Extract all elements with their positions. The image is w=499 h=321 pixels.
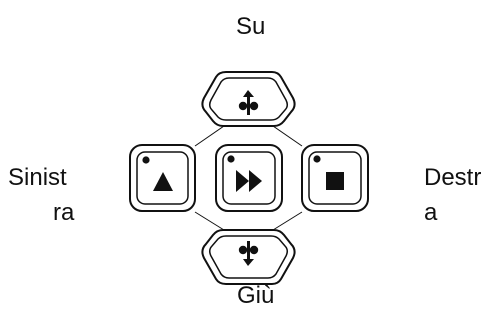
record-stop-icon: [313, 155, 344, 190]
up-button[interactable]: [201, 71, 296, 127]
center-button[interactable]: [215, 144, 283, 212]
record-play-triangle-icon: [142, 156, 173, 191]
label-right-line1: Destr: [424, 164, 482, 191]
label-left-line1: Sinist: [8, 164, 67, 191]
label-up: Su: [236, 13, 266, 40]
record-fast-forward-icon: [227, 155, 262, 192]
label-left-line2: ra: [53, 199, 75, 226]
pad-connector-lines: [194, 125, 303, 231]
left-button[interactable]: [129, 144, 196, 212]
down-button[interactable]: [201, 229, 296, 285]
right-button[interactable]: [301, 144, 369, 212]
pan-focus-down-icon: [238, 241, 259, 266]
label-right-line2: a: [424, 199, 438, 226]
pan-focus-up-icon: [238, 90, 259, 115]
label-down: Giù: [237, 282, 275, 309]
